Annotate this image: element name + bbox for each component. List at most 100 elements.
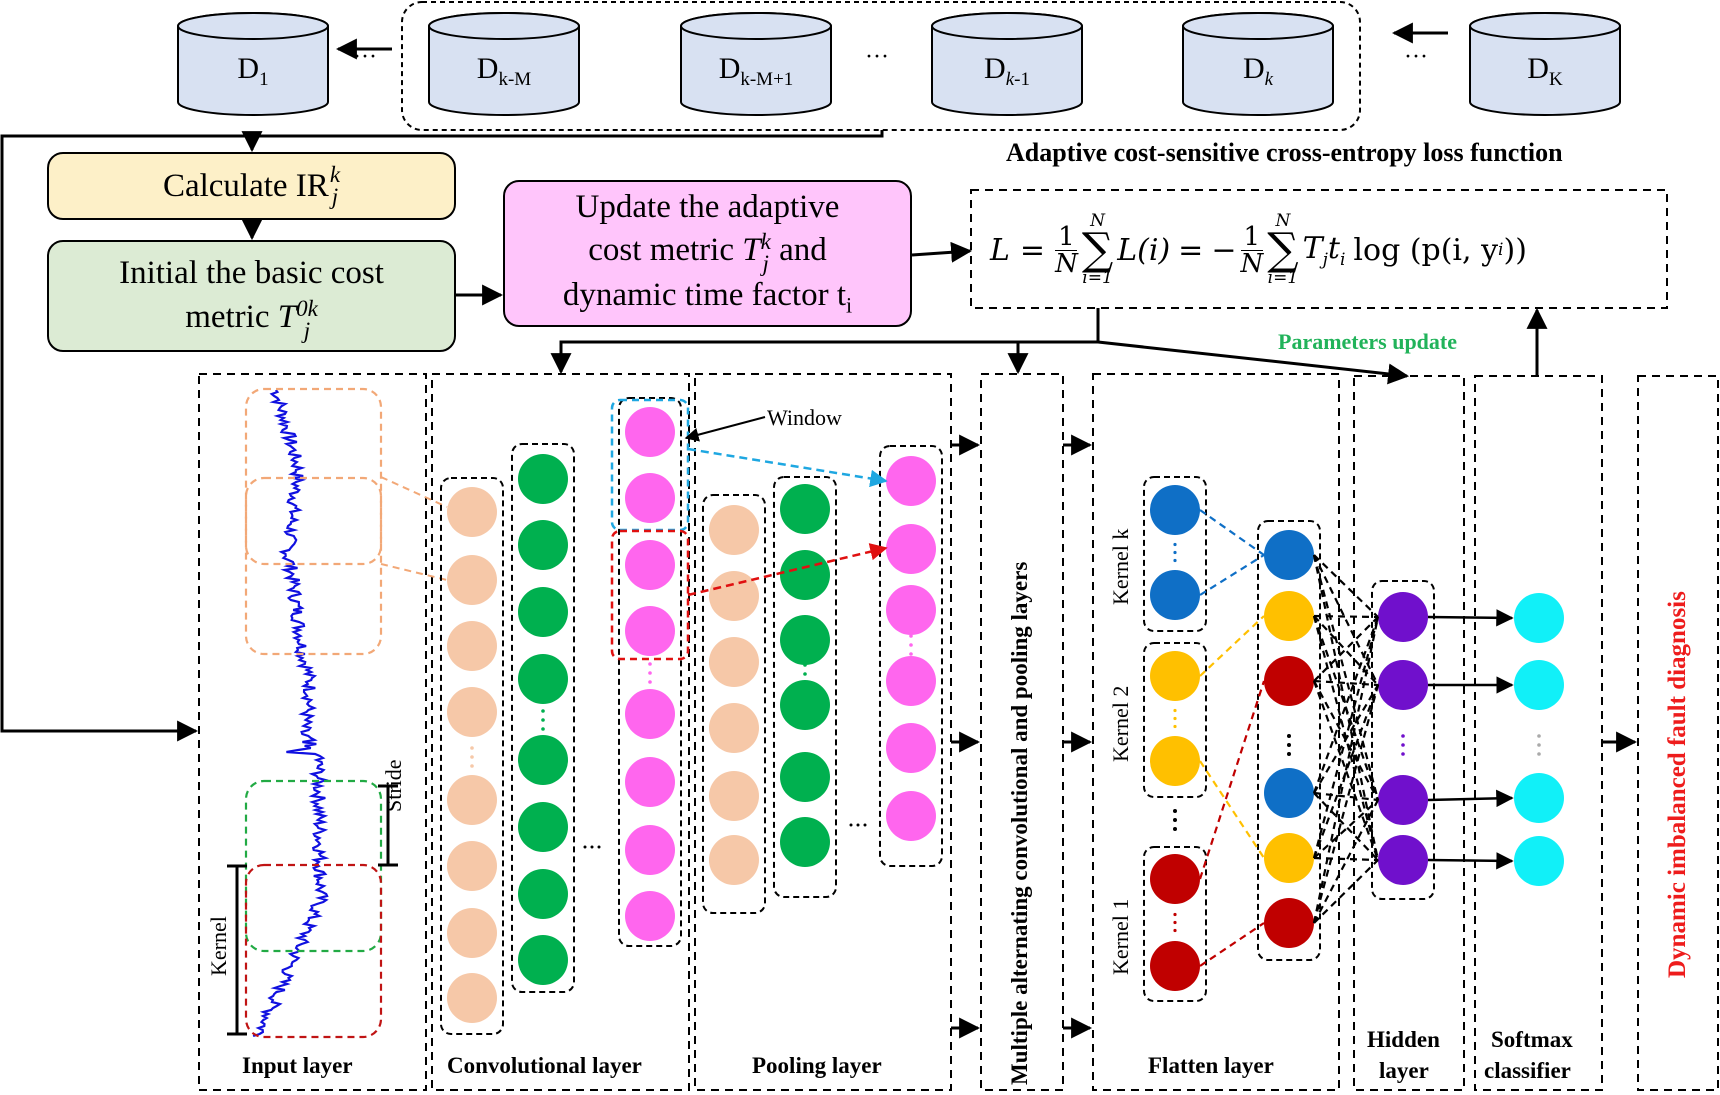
dense-link: [1312, 680, 1380, 861]
calc-sup: k: [329, 162, 341, 188]
kernel-2-group-node: [1150, 736, 1200, 786]
softmax-node: [1514, 660, 1564, 710]
calc-sub: j: [331, 184, 339, 209]
diagnosis-panel: [1637, 375, 1719, 1091]
window-red-box: [610, 529, 690, 661]
dataset-label-sub: k-1: [1005, 69, 1030, 90]
update-sub: j: [762, 250, 769, 276]
conv-peach-node: [447, 908, 497, 958]
arrow-to-hidden: [1097, 340, 1410, 385]
conv-magenta-node: [625, 540, 675, 590]
formula-sum-top2: N: [1275, 211, 1291, 232]
dense-link: [1313, 615, 1379, 686]
dataset-label: D1: [183, 52, 323, 91]
cylinder-top: [680, 12, 832, 40]
dense-link: [1313, 791, 1379, 802]
flatten-output-node: [1264, 898, 1314, 948]
layer-panels: [198, 373, 1719, 1091]
formula-frac-den2: N: [1240, 248, 1264, 279]
dataset-ellipsis-3: ···: [1404, 44, 1428, 70]
flatten-output-ellipsis-dot: [1287, 734, 1291, 738]
conv-green-node: [518, 587, 568, 637]
input-windows: [244, 387, 383, 1039]
flatten-output-ellipsis-dot: [1287, 752, 1291, 756]
update-suffix: and: [770, 232, 827, 269]
kernel-2-group-ellipsis-dot: [1173, 724, 1177, 729]
hidden-node: [1378, 835, 1428, 885]
input-layer-label: Input layer: [242, 1053, 353, 1078]
dataset-label: DK: [1475, 52, 1615, 91]
dataset-label: Dk-M: [434, 52, 574, 91]
database-cylinder: [1182, 12, 1334, 116]
pool-green-ellipsis-dot: [803, 672, 807, 676]
hidden-node: [1378, 775, 1428, 825]
kernel-2-group-ellipsis-dot: [1173, 716, 1177, 721]
conv-green-node: [518, 735, 568, 785]
conv-green-ellipsis-dot: [541, 709, 545, 713]
kernel-ellipsis-dot: [1173, 818, 1177, 822]
conv-peach-ellipsis-dot: [470, 764, 474, 768]
conv-peach-node: [447, 487, 497, 537]
input-signal-waveform: [252, 389, 330, 1038]
hidden-to-softmax-arrow: [1427, 789, 1514, 808]
softmax-node: [1514, 773, 1564, 823]
pool-peach-column-frame: [702, 494, 766, 914]
conv-green-node: [518, 935, 568, 985]
pool-layer-panel: [694, 373, 952, 1091]
dense-link: [1313, 614, 1379, 619]
hidden-layer-label-1: Hidden: [1367, 1027, 1440, 1052]
column-ellipsis-dot: [583, 845, 587, 849]
formula-term2-tail: log (p(i, y: [1353, 232, 1499, 268]
conv-magenta-node: [625, 891, 675, 941]
pool-peach-node: [709, 703, 759, 753]
initial-cost-prefix: metric: [185, 299, 278, 336]
update-sup: k: [760, 228, 771, 254]
conv-peach-node: [447, 687, 497, 737]
conv-peach-node: [447, 841, 497, 891]
kernel-1-group-ellipsis-dot: [1173, 928, 1177, 933]
kernel-k-group-node: [1150, 485, 1200, 535]
pool-magenta-column-frame: [879, 445, 943, 867]
dataset-label-sub: K: [1548, 69, 1563, 90]
pool-magenta-node: [886, 723, 936, 773]
pool-magenta-node: [886, 456, 936, 506]
conv-magenta-ellipsis-dot: [648, 671, 652, 675]
red-link: [1199, 922, 1265, 967]
kernel-k-group-ellipsis-dot: [1173, 542, 1177, 547]
panel-arrows: [951, 434, 1638, 1039]
dense-link: [1313, 799, 1379, 859]
kernel-k-group-node: [1150, 570, 1200, 620]
dataset-label: Dk-1: [937, 52, 1077, 91]
database-cylinder: [1469, 12, 1621, 116]
kernel-k-group-ellipsis-dot: [1173, 558, 1177, 563]
kernel-ellipsis-dot: [1173, 827, 1177, 831]
conv-layer-label: Convolutional layer: [447, 1053, 642, 1078]
softmax-ellipsis-dot: [1537, 743, 1541, 747]
database-cylinder: [428, 12, 580, 116]
formula-T: Tjti: [1302, 230, 1346, 270]
conv-green-node: [518, 869, 568, 919]
column-ellipsis-dot: [856, 823, 860, 827]
cylinder-top: [428, 12, 580, 40]
window-pointer: [684, 416, 766, 442]
pool-magenta-node: [886, 585, 936, 635]
dense-link: [1312, 684, 1380, 859]
database-cylinder: [680, 12, 832, 116]
dataset-label-main: D: [1527, 52, 1549, 85]
yellow-link: [1199, 760, 1265, 859]
update-line1: Update the adaptive: [575, 189, 840, 226]
flatten-output-frame: [1257, 520, 1321, 961]
formula-y-sub: i: [1498, 240, 1504, 260]
dataset-ellipsis-2: ···: [865, 44, 889, 70]
dense-link: [1313, 680, 1379, 801]
kernel-k-group-frame: [1143, 476, 1207, 632]
red-link: [1198, 680, 1266, 880]
hidden-node: [1378, 592, 1428, 642]
dense-link: [1313, 554, 1379, 618]
dense-link: [1313, 679, 1379, 687]
formula-term1: L(i): [1117, 232, 1171, 268]
dense-link: [1312, 616, 1380, 859]
pool-green-node: [780, 484, 830, 534]
